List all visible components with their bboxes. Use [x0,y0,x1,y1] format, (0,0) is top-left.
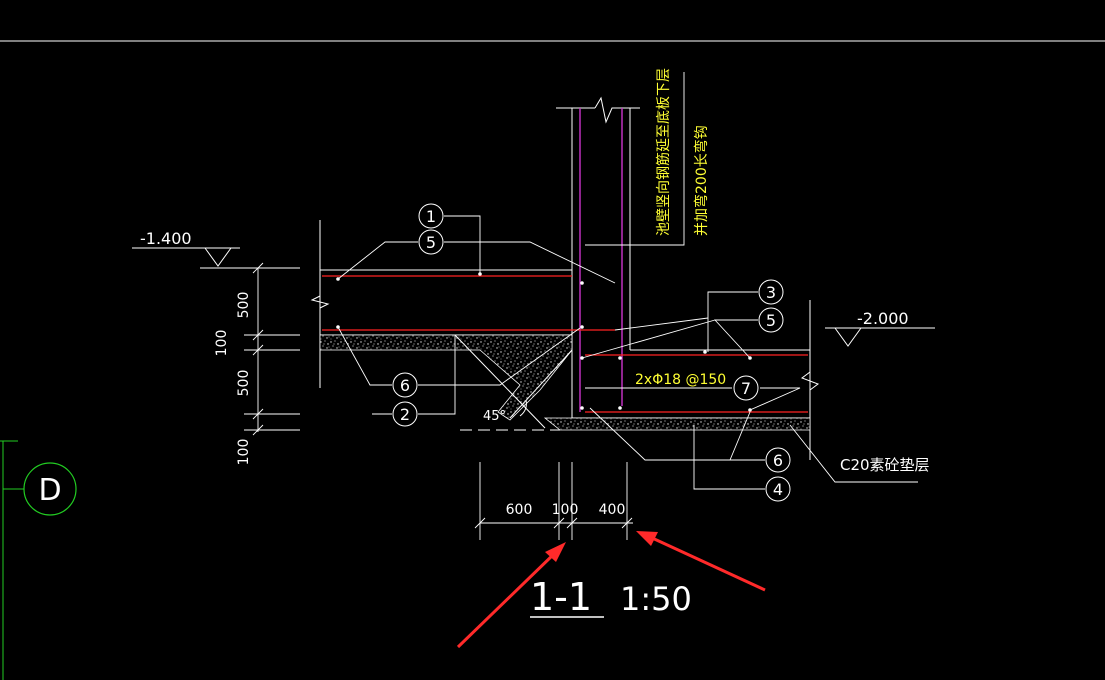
pool-wall [556,96,640,418]
angle-arc [519,399,527,417]
callout-5-left: 5 [418,229,444,255]
grid-axis-d: D [0,440,77,680]
vdim-500-bottom: 500 [236,370,252,397]
leader-lines [337,72,918,490]
callout-6-left: 6 [392,372,418,398]
svg-text:2: 2 [400,405,410,424]
svg-text:1: 1 [426,207,436,226]
angle-label: 45° [483,409,506,424]
callout-7: 7 [733,375,759,401]
wall-rebar-note-line1: 池壁竖向钢筋延至底板下层 [655,68,672,236]
callout-3: 3 [758,279,784,305]
svg-text:5: 5 [766,311,776,330]
annotation-arrow-right [636,531,766,592]
svg-text:5: 5 [426,233,436,252]
horizontal-dimension-chain [474,462,633,540]
svg-text:-1.400: -1.400 [140,229,192,248]
vdim-100-bottom: 100 [236,439,252,466]
svg-text:3: 3 [766,283,776,302]
hdim-600: 600 [506,502,533,518]
svg-text:7: 7 [741,379,751,398]
wall-rebar-note-line2: 并加弯200长弯钩 [693,125,710,236]
hdim-400: 400 [599,502,626,518]
section-title: 1-1 1:50 [530,575,692,619]
svg-text:4: 4 [773,480,783,499]
callout-6-right: 6 [765,447,791,473]
svg-text:6: 6 [400,376,410,395]
hdim-100: 100 [552,502,579,518]
callout-2: 2 [392,401,418,427]
vdim-100-top: 100 [214,330,230,357]
svg-text:1-1: 1-1 [530,575,592,619]
elevation-mark-right: -2.000 [825,309,935,347]
slope-lines [454,334,573,431]
vdim-500-top: 500 [236,292,252,319]
elevation-mark-left: -1.400 [132,229,300,269]
callout-4: 4 [765,476,791,502]
base-cushion-layer [543,417,811,431]
vertical-dimension-chain [244,262,300,436]
svg-text:D: D [38,473,61,508]
left-cushion-layer [319,334,573,421]
svg-text:6: 6 [773,451,783,470]
cushion-note: C20素砼垫层 [840,456,930,474]
callout-1: 1 [418,203,444,229]
annotation-arrow-left [456,542,566,649]
svg-text:-2.000: -2.000 [857,309,909,328]
callout-5-right: 5 [758,307,784,333]
svg-text:1:50: 1:50 [620,580,692,618]
rebar-spec-note: 2xΦ18 @150 [635,372,726,388]
